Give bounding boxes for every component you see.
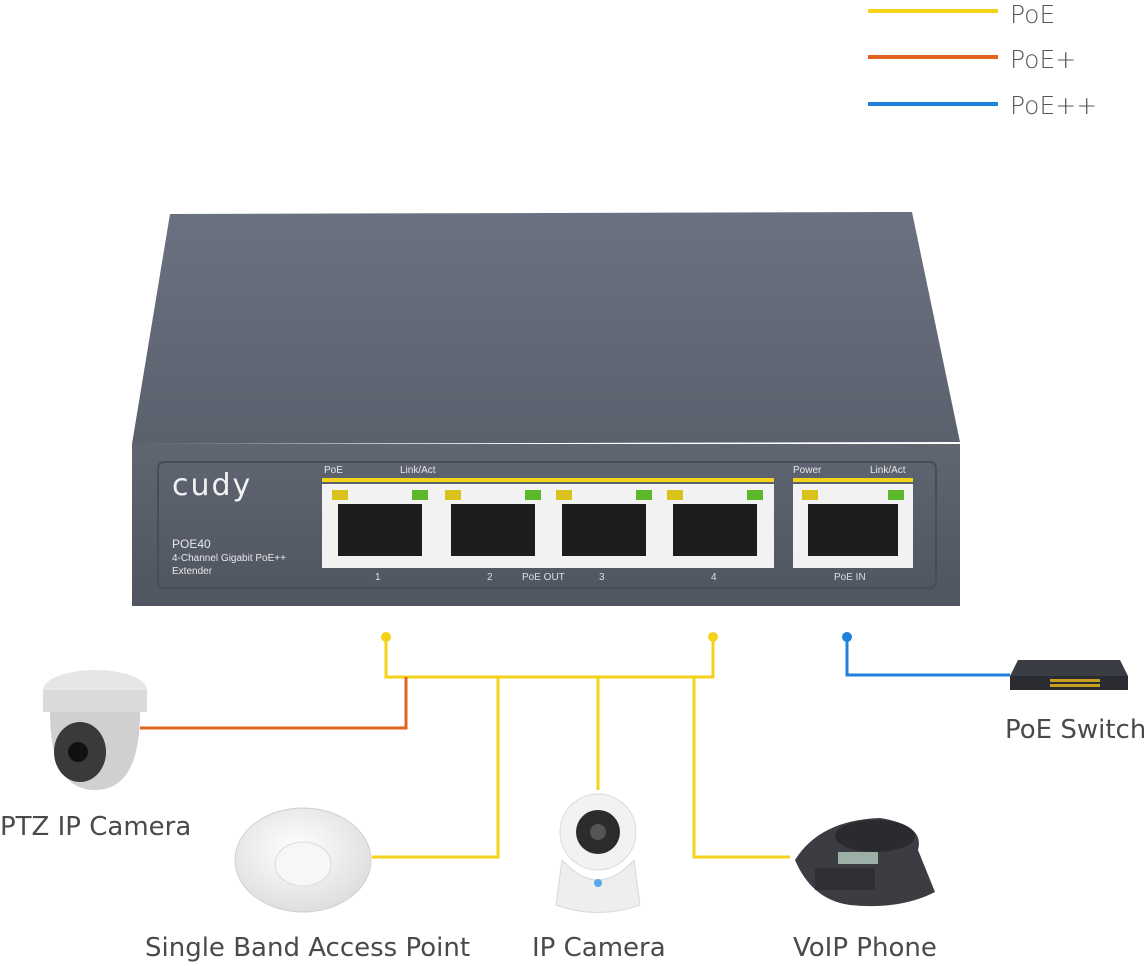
poe-out-label: PoE OUT xyxy=(522,572,565,583)
poe-led-icon xyxy=(445,490,461,500)
port-number-1: 1 xyxy=(375,572,381,583)
link-led-icon xyxy=(636,490,652,500)
poe-switch-icon xyxy=(1010,660,1128,690)
model-description-line1: 4-Channel Gigabit PoE++ xyxy=(172,553,286,564)
legend-line-poe-plus xyxy=(868,55,998,59)
label-link-act-out: Link/Act xyxy=(400,465,436,476)
model-name: POE40 xyxy=(172,537,211,551)
legend-line-poe xyxy=(868,9,998,13)
port-socket-icon xyxy=(808,504,898,556)
voip-phone-icon xyxy=(795,818,935,907)
poe-switch-label: PoE Switch xyxy=(1005,715,1144,745)
link-led-icon xyxy=(747,490,763,500)
port-socket-icon xyxy=(562,504,646,556)
ptz-camera-label: PTZ IP Camera xyxy=(0,812,192,842)
poe-in-label: PoE IN xyxy=(834,572,866,583)
label-power: Power xyxy=(793,465,822,476)
link-led-icon xyxy=(525,490,541,500)
rj45-port-1 xyxy=(330,488,430,560)
link-led-icon xyxy=(412,490,428,500)
power-led-icon xyxy=(802,490,818,500)
ptz-camera-icon xyxy=(43,670,147,790)
label-link-act-in: Link/Act xyxy=(870,465,906,476)
rj45-port-in xyxy=(800,488,906,560)
poe-led-icon xyxy=(667,490,683,500)
legend-line-poe-plus-plus xyxy=(868,102,998,106)
poe-led-icon xyxy=(332,490,348,500)
access-point-label: Single Band Access Point xyxy=(145,933,471,963)
access-point-icon xyxy=(234,807,372,913)
legend-label-poe-plus: PoE+ xyxy=(1010,45,1077,74)
port-number-2: 2 xyxy=(487,572,493,583)
legend-label-poe: PoE xyxy=(1010,0,1056,29)
brand-logo: cudy xyxy=(172,468,253,503)
rj45-port-4 xyxy=(665,488,765,560)
port-socket-icon xyxy=(338,504,422,556)
rj45-port-2 xyxy=(443,488,543,560)
poe-led-icon xyxy=(556,490,572,500)
rj45-port-3 xyxy=(554,488,654,560)
port-socket-icon xyxy=(673,504,757,556)
model-description-line2: Extender xyxy=(172,566,213,577)
ip-camera-label: IP Camera xyxy=(532,933,666,963)
ip-camera-icon xyxy=(555,793,641,913)
port-number-4: 4 xyxy=(711,572,717,583)
port-number-3: 3 xyxy=(599,572,605,583)
extender-top-surface xyxy=(132,212,960,444)
legend-label-poe-plus-plus: PoE++ xyxy=(1010,91,1098,120)
label-poe: PoE xyxy=(324,465,343,476)
voip-phone-label: VoIP Phone xyxy=(793,933,937,963)
link-led-icon xyxy=(888,490,904,500)
port-socket-icon xyxy=(451,504,535,556)
